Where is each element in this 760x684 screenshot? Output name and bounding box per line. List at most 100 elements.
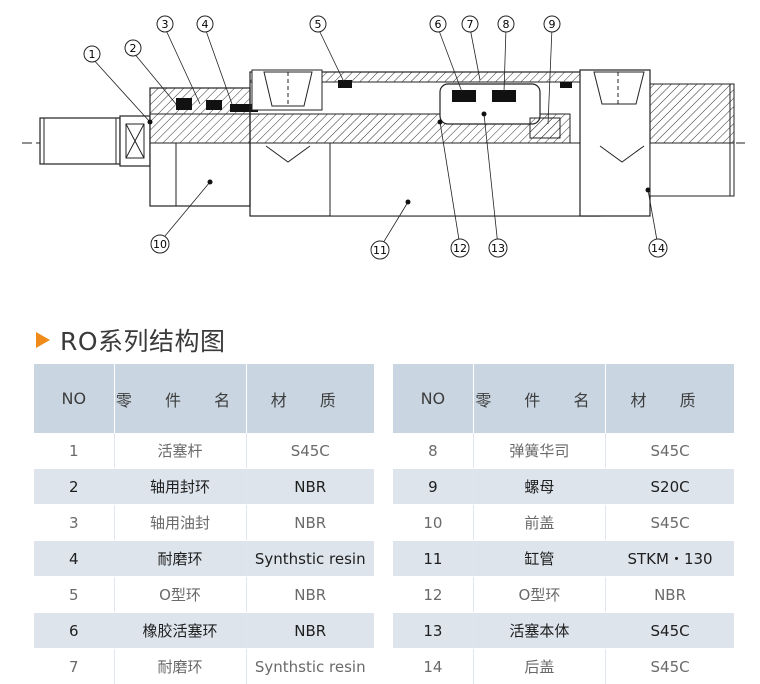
callout-12: 12	[451, 239, 469, 257]
row-no: 8	[393, 433, 473, 469]
callout-7: 7	[462, 16, 478, 32]
svg-text:14: 14	[651, 242, 665, 255]
row-part: 弹簧华司	[473, 433, 605, 469]
callout-11: 11	[371, 241, 389, 259]
row-no: 4	[34, 541, 114, 577]
row-material: Synthstic resin	[246, 649, 374, 684]
svg-text:3: 3	[162, 18, 169, 31]
svg-text:1: 1	[89, 48, 96, 61]
row-part: 缸管	[473, 541, 605, 577]
svg-text:7: 7	[467, 18, 474, 31]
row-material: S45C	[606, 505, 734, 541]
rod-thread-end	[40, 116, 150, 166]
row-part: 活塞杆	[114, 433, 246, 469]
rear-cover	[580, 70, 734, 216]
header-no: NO	[34, 364, 114, 433]
svg-text:13: 13	[491, 242, 505, 255]
row-no: 11	[393, 541, 473, 577]
row-part: 螺母	[473, 469, 605, 505]
row-material: NBR	[606, 577, 734, 613]
header-material: 材 质	[606, 364, 734, 433]
header-no: NO	[393, 364, 473, 433]
callout-1: 1	[84, 46, 100, 62]
row-no: 10	[393, 505, 473, 541]
callout-2: 2	[125, 40, 141, 56]
section-title: RO系列结构图	[60, 322, 226, 358]
row-part: 活塞本体	[473, 613, 605, 649]
callout-3: 3	[157, 16, 173, 32]
callout-14: 14	[649, 239, 667, 257]
callout-13: 13	[489, 239, 507, 257]
svg-text:10: 10	[153, 238, 167, 251]
row-material: S45C	[606, 433, 734, 469]
row-part: 轴用封环	[114, 469, 246, 505]
row-no: 14	[393, 649, 473, 684]
row-material: S20C	[606, 469, 734, 505]
row-material: S45C	[606, 649, 734, 684]
row-material: NBR	[246, 613, 374, 649]
front-cover	[150, 88, 258, 206]
row-no: 12	[393, 577, 473, 613]
row-material: NBR	[246, 469, 374, 505]
callout-6: 6	[430, 16, 446, 32]
header-material: 材 质	[246, 364, 374, 433]
row-no: 2	[34, 469, 114, 505]
row-material: Synthstic resin	[246, 541, 374, 577]
row-no: 9	[393, 469, 473, 505]
row-part: O型环	[114, 577, 246, 613]
svg-text:8: 8	[503, 18, 510, 31]
cylinder-cross-section-diagram: 1 2 3 4 5 6 7 8 9 10 11 12 13 14	[0, 0, 760, 290]
row-no: 5	[34, 577, 114, 613]
header-part-name: 零 件 名	[114, 364, 246, 433]
header-part-name: 零 件 名	[473, 364, 605, 433]
callout-8: 8	[498, 16, 514, 32]
callout-4: 4	[197, 16, 213, 32]
row-part: 后盖	[473, 649, 605, 684]
svg-text:6: 6	[435, 18, 442, 31]
row-material: S45C	[246, 433, 374, 469]
row-no: 7	[34, 649, 114, 684]
row-part: 耐磨环	[114, 541, 246, 577]
row-part: 前盖	[473, 505, 605, 541]
row-material: S45C	[606, 613, 734, 649]
table-header-row: NO 零 件 名 材 质	[34, 364, 374, 433]
row-material: NBR	[246, 505, 374, 541]
section-heading: RO系列结构图	[36, 320, 226, 360]
svg-text:9: 9	[549, 18, 556, 31]
row-material: NBR	[246, 577, 374, 613]
callout-9: 9	[544, 16, 560, 32]
row-part: O型环	[473, 577, 605, 613]
svg-text:5: 5	[315, 18, 322, 31]
callout-5: 5	[310, 16, 326, 32]
callout-10: 10	[151, 235, 169, 253]
row-no: 3	[34, 505, 114, 541]
svg-text:12: 12	[453, 242, 467, 255]
row-no: 1	[34, 433, 114, 469]
row-no: 6	[34, 613, 114, 649]
svg-text:4: 4	[202, 18, 209, 31]
row-no: 13	[393, 613, 473, 649]
svg-text:11: 11	[373, 244, 387, 257]
row-material: STKM・130	[606, 541, 734, 577]
row-part: 耐磨环	[114, 649, 246, 684]
row-part: 轴用油封	[114, 505, 246, 541]
svg-text:2: 2	[130, 42, 137, 55]
table-header-row: NO 零 件 名 材 质	[393, 364, 734, 433]
row-part: 橡胶活塞环	[114, 613, 246, 649]
